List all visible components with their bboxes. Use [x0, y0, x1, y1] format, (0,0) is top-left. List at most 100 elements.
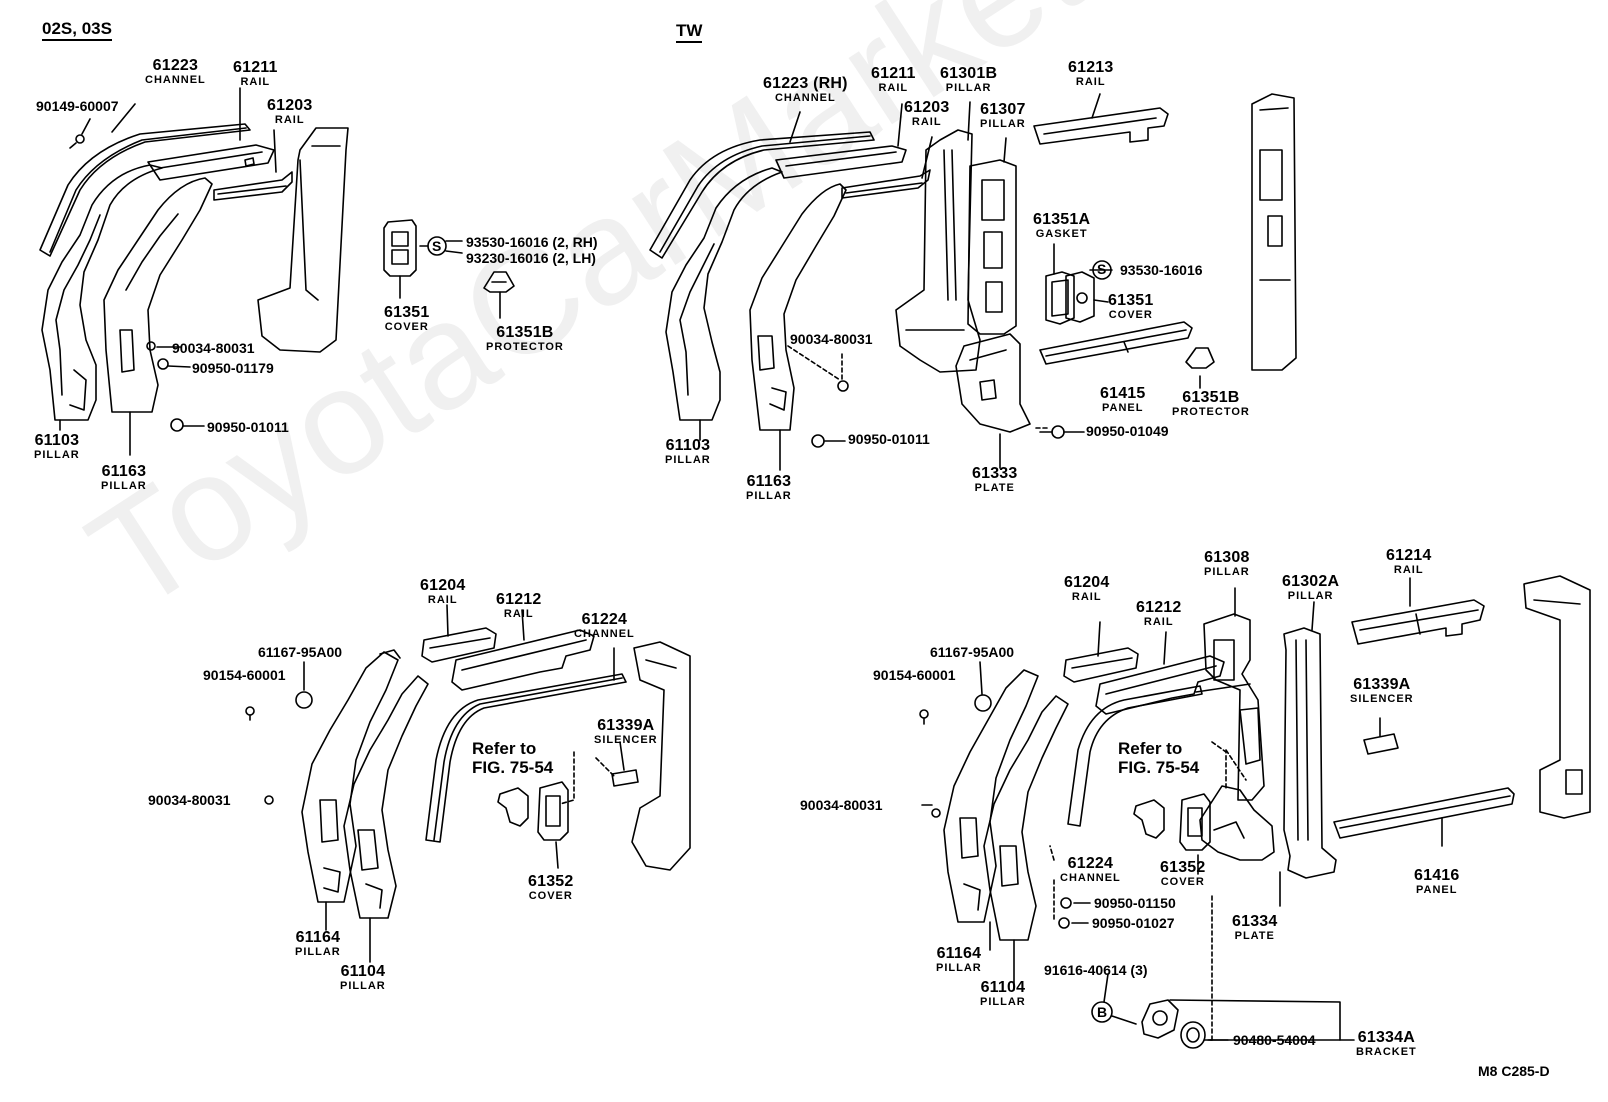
part-91616-40614[interactable]: 91616-40614 (3) [1044, 962, 1148, 978]
label-61339a-silencer[interactable]: 61339A SILENCER [1350, 677, 1414, 705]
part-name: CHANNEL [774, 92, 836, 104]
part-number: 61339A [1353, 676, 1411, 693]
part-name: PILLAR [1204, 566, 1250, 578]
label-61163-pillar[interactable]: 61163 PILLAR [746, 474, 792, 502]
label-61204-rail[interactable]: 61204 RAIL [1064, 575, 1110, 603]
part-number: 61301B [940, 65, 998, 82]
label-61163-pillar[interactable]: 61163 PILLAR [101, 464, 147, 492]
part-number: 61351 [1108, 292, 1154, 309]
label-61211-rail[interactable]: 61211 RAIL [871, 66, 916, 94]
part-90154-60001[interactable]: 90154-60001 [873, 667, 956, 683]
label-61334-plate[interactable]: 61334 PLATE [1232, 914, 1278, 942]
part-number: 61212 [496, 591, 542, 608]
label-61302a-pillar[interactable]: 61302A PILLAR [1282, 574, 1339, 602]
part-number: 61211 [233, 59, 278, 76]
panel2-drawing [649, 93, 1297, 471]
part-90950-01027[interactable]: 90950-01027 [1092, 915, 1175, 931]
label-61203-rail[interactable]: 61203 RAIL [904, 100, 950, 128]
part-90950-01150[interactable]: 90950-01150 [1094, 895, 1176, 911]
part-name: RAIL [240, 76, 271, 88]
part-number: 61307 [980, 101, 1026, 118]
part-90480-54004[interactable]: 90480-54004 [1233, 1032, 1316, 1048]
label-61212-rail[interactable]: 61212 RAIL [1136, 600, 1182, 628]
refer-line-2: FIG. 75-54 [1118, 758, 1200, 777]
part-name: PANEL [1416, 884, 1458, 896]
part-90154-60001[interactable]: 90154-60001 [203, 667, 286, 683]
part-number: 61416 [1414, 867, 1460, 884]
part-number: 61352 [528, 873, 574, 890]
label-61211-rail[interactable]: 61211 RAIL [233, 60, 278, 88]
part-name: PILLAR [1287, 590, 1334, 602]
part-name: PILLAR [945, 82, 992, 94]
label-61223-channel-rh[interactable]: 61223 (RH) CHANNEL [763, 76, 848, 104]
part-90950-01011[interactable]: 90950-01011 [207, 419, 289, 435]
label-61213-rail[interactable]: 61213 RAIL [1068, 60, 1114, 88]
panel1-drawing [39, 87, 515, 456]
label-61164-pillar[interactable]: 61164 PILLAR [295, 930, 341, 958]
label-61351-cover[interactable]: 61351 COVER [384, 305, 430, 333]
b-mark-icon: B [1097, 1004, 1108, 1020]
part-number: 61164 [936, 945, 982, 962]
label-61164-pillar[interactable]: 61164 PILLAR [936, 946, 982, 974]
refer-line-2: FIG. 75-54 [472, 758, 554, 777]
part-number: 61352 [1160, 859, 1206, 876]
label-61415-panel[interactable]: 61415 PANEL [1100, 386, 1146, 414]
label-61224-channel[interactable]: 61224 CHANNEL [574, 612, 635, 640]
label-61104-pillar[interactable]: 61104 PILLAR [340, 964, 386, 992]
part-90034-80031[interactable]: 90034-80031 [790, 331, 873, 347]
part-name: COVER [384, 321, 429, 333]
label-61351b-protector[interactable]: 61351B PROTECTOR [1172, 390, 1250, 418]
label-61203-rail[interactable]: 61203 RAIL [267, 98, 313, 126]
part-61167-95a00[interactable]: 61167-95A00 [258, 644, 343, 660]
part-name: PILLAR [101, 480, 147, 492]
part-90149-60007[interactable]: 90149-60007 [36, 98, 119, 114]
part-number: 61163 [101, 463, 147, 480]
part-93230-16016[interactable]: 93230-16016 (2, LH) [466, 250, 596, 266]
label-61204-rail[interactable]: 61204 RAIL [420, 578, 466, 606]
part-90950-01011[interactable]: 90950-01011 [848, 431, 930, 447]
label-61351b-protector[interactable]: 61351B PROTECTOR [486, 325, 564, 353]
part-90950-01179[interactable]: 90950-01179 [192, 360, 274, 376]
label-61334a-bracket[interactable]: 61334A BRACKET [1356, 1030, 1417, 1058]
label-61351-cover[interactable]: 61351 COVER [1108, 293, 1154, 321]
label-61224-channel[interactable]: 61224 CHANNEL [1060, 856, 1121, 884]
part-number: 61204 [1064, 574, 1110, 591]
part-90950-01049[interactable]: 90950-01049 [1086, 423, 1169, 439]
label-61103-pillar[interactable]: 61103 PILLAR [665, 438, 711, 466]
part-61167-95a00[interactable]: 61167-95A00 [930, 644, 1015, 660]
label-61307-pillar[interactable]: 61307 PILLAR [980, 102, 1026, 130]
part-number: 61223 (RH) [763, 75, 848, 92]
refer-note[interactable]: Refer to FIG. 75-54 [1118, 739, 1199, 777]
label-61223-channel[interactable]: 61223 CHANNEL [145, 58, 206, 86]
part-93530-16016[interactable]: 93530-16016 (2, RH) [466, 234, 598, 250]
part-93530-16016[interactable]: 93530-16016 [1120, 262, 1203, 278]
part-90034-80031[interactable]: 90034-80031 [800, 797, 883, 813]
label-61104-pillar[interactable]: 61104 PILLAR [980, 980, 1026, 1008]
part-number: 61339A [597, 717, 655, 734]
part-90034-80031[interactable]: 90034-80031 [148, 792, 231, 808]
label-61333-plate[interactable]: 61333 PLATE [972, 466, 1018, 494]
label-61339a-silencer[interactable]: 61339A SILENCER [594, 718, 658, 746]
label-61416-panel[interactable]: 61416 PANEL [1414, 868, 1460, 896]
label-61308-pillar[interactable]: 61308 PILLAR [1204, 550, 1250, 578]
variant-header-02s-03s: 02S, 03S [42, 20, 112, 41]
label-61351a-gasket[interactable]: 61351A GASKET [1033, 212, 1090, 240]
part-number: 61203 [904, 99, 950, 116]
part-number: 61351A [1033, 211, 1091, 228]
label-61301b-pillar[interactable]: 61301B PILLAR [940, 66, 997, 94]
part-name: BRACKET [1356, 1046, 1417, 1058]
part-90034-80031[interactable]: 90034-80031 [172, 340, 255, 356]
label-61214-rail[interactable]: 61214 RAIL [1386, 548, 1432, 576]
part-number: 61213 [1068, 59, 1114, 76]
label-61212-rail[interactable]: 61212 RAIL [496, 592, 542, 620]
part-name: COVER [1160, 876, 1205, 888]
label-61103-pillar[interactable]: 61103 PILLAR [34, 433, 80, 461]
part-number: 61224 [1067, 855, 1114, 872]
part-name: PILLAR [295, 946, 341, 958]
part-number: 61334 [1232, 913, 1278, 930]
label-61352-cover[interactable]: 61352 COVER [528, 874, 574, 902]
refer-note[interactable]: Refer to FIG. 75-54 [472, 739, 553, 777]
label-61352-cover[interactable]: 61352 COVER [1160, 860, 1206, 888]
part-number: 61103 [665, 437, 711, 454]
